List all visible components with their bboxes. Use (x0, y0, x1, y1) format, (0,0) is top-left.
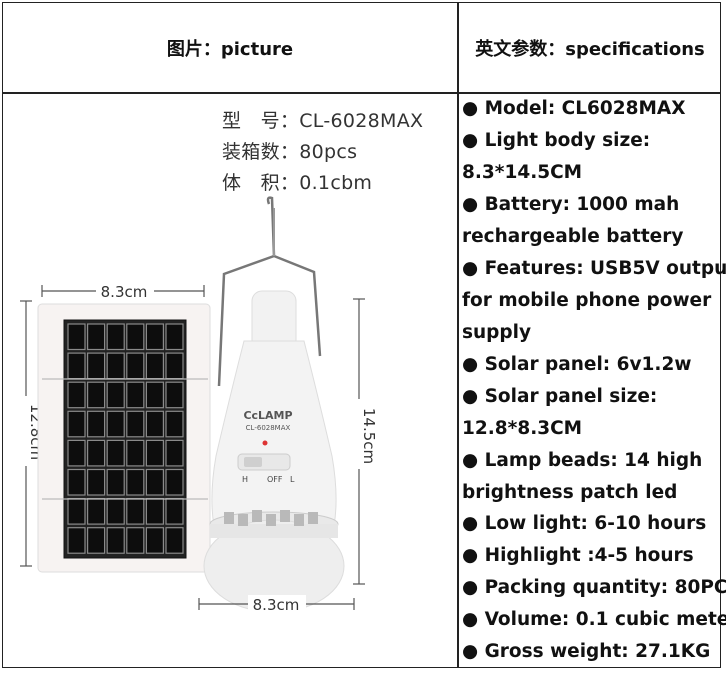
solar-cell (165, 323, 184, 351)
solar-cell (145, 381, 164, 409)
solar-cell (67, 468, 86, 496)
spec-line: ● Low light: 6-10 hours (462, 513, 707, 534)
solar-cell (145, 527, 164, 554)
product-picture: 型 号：CL-6028MAX 装箱数：80pcs 体 积：0.1cbm 8.3c… (4, 96, 456, 666)
solar-cell (67, 439, 86, 467)
label-line-packing: 装箱数：80pcs (222, 141, 358, 163)
solar-cell (126, 527, 145, 554)
spec-line: 8.3*14.5CM (462, 162, 583, 183)
label-line-volume: 体 积：0.1cbm (222, 172, 373, 194)
solar-cell (145, 352, 164, 380)
switch-off-label: OFF (267, 475, 283, 484)
spec-line: ● Gross weight: 27.1KG (462, 641, 711, 662)
spec-line: ● Lamp beads: 14 high (462, 450, 703, 471)
power-indicator (262, 440, 268, 446)
spec-line: ● Solar panel size: (462, 386, 658, 407)
spec-line: rechargeable battery (462, 226, 684, 247)
solar-cell (106, 410, 125, 438)
solar-cell (145, 468, 164, 496)
solar-cell (67, 527, 86, 554)
solar-cell (145, 439, 164, 467)
solar-cell (165, 352, 184, 380)
picture-header: 图片：picture (166, 39, 294, 60)
lamp-width-label: 8.3cm (253, 596, 300, 614)
solar-cell (126, 468, 145, 496)
solar-cell (106, 468, 125, 496)
solar-cell (165, 468, 184, 496)
spec-line: ● Highlight :4-5 hours (462, 545, 694, 566)
switch-high-label: H (242, 475, 248, 484)
solar-cell (86, 323, 106, 351)
solar-cell (86, 352, 106, 380)
product-illustration: 8.3cm 12.8cm (16, 196, 378, 614)
bulb-body (211, 340, 337, 527)
brand-logo: CcLAMP (243, 409, 292, 422)
spec-table (2, 2, 721, 668)
solar-cell (165, 410, 184, 438)
solar-cell (106, 527, 125, 554)
solar-cell (126, 323, 145, 351)
panel-width-label: 8.3cm (101, 283, 148, 301)
solar-cell (106, 323, 125, 351)
solar-cell (67, 352, 86, 380)
solar-cell (145, 410, 164, 438)
switch-low-label: L (290, 475, 295, 484)
solar-cell (106, 498, 125, 525)
solar-cell (145, 323, 164, 351)
spec-line: 12.8*8.3CM (462, 418, 583, 439)
solar-cell (86, 498, 106, 525)
solar-cell (126, 439, 145, 467)
spec-line: ● Volume: 0.1 cubic meters (462, 609, 726, 630)
solar-cell (126, 498, 145, 525)
solar-cell (67, 410, 86, 438)
label-line-model: 型 号：CL-6028MAX (222, 110, 424, 132)
spec-line: supply (462, 322, 532, 343)
solar-cell (67, 498, 86, 525)
solar-cell (165, 439, 184, 467)
spec-line: ● Light body size: (462, 130, 651, 151)
column-divider (457, 2, 459, 668)
solar-cell (165, 527, 184, 554)
spec-line: ● Solar panel: 6v1.2w (462, 354, 692, 375)
spec-line: ● Packing quantity: 80PCS (462, 577, 726, 598)
bulb-model-label: CL-6028MAX (246, 424, 291, 432)
solar-cell (67, 381, 86, 409)
header-divider (2, 92, 721, 94)
specifications-header: 英文参数：specifications (475, 39, 705, 60)
solar-cell (165, 498, 184, 525)
solar-cell (86, 381, 106, 409)
solar-cell (126, 410, 145, 438)
solar-cell (165, 381, 184, 409)
solar-cell (86, 527, 106, 554)
spec-line: for mobile phone power (462, 290, 712, 311)
solar-cell (106, 439, 125, 467)
solar-cell (145, 498, 164, 525)
solar-cell (126, 352, 145, 380)
lamp-height-label: 14.5cm (360, 408, 378, 464)
solar-cell (86, 439, 106, 467)
spec-line: ● Model: CL6028MAX (462, 98, 686, 119)
led-beads (224, 510, 318, 526)
solar-cell (67, 323, 86, 351)
solar-cell (126, 381, 145, 409)
solar-cell (86, 410, 106, 438)
solar-cell (106, 352, 125, 380)
spec-line: brightness patch led (462, 482, 678, 503)
spec-line: ● Features: USB5V output (462, 258, 726, 279)
spec-line: ● Battery: 1000 mah (462, 194, 680, 215)
solar-cell (106, 381, 125, 409)
solar-cell (86, 468, 106, 496)
